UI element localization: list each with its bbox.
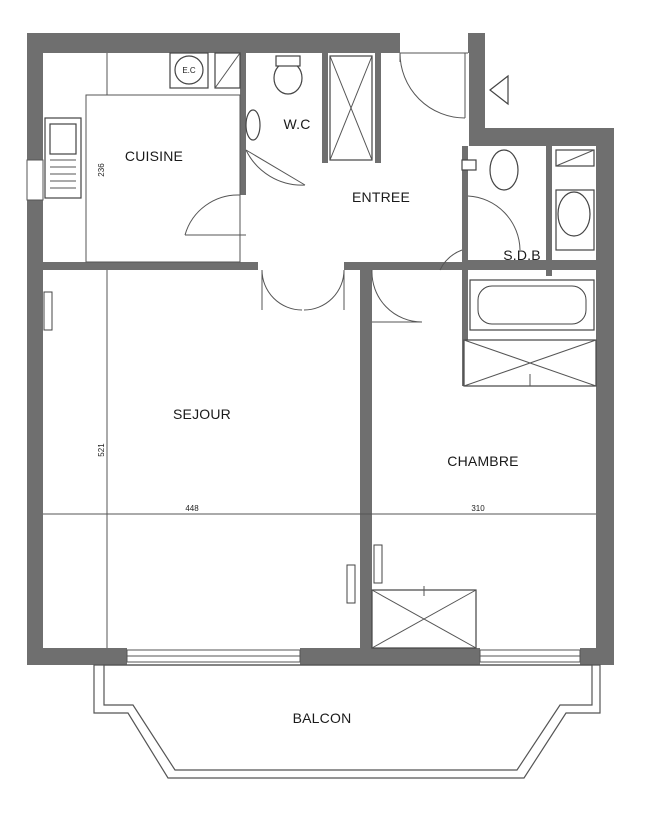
storage-closet: [463, 339, 597, 387]
kitchen-outline: [26, 53, 596, 648]
entrance-arrow-icon: [489, 74, 509, 106]
chambre-wardrobe: [371, 586, 477, 649]
room-label-cuisine: CUISINE: [125, 148, 183, 164]
entrance-door: [399, 52, 509, 119]
dimension-cuisine-height: 236: [97, 163, 106, 177]
room-label-balcon: BALCON: [293, 710, 352, 726]
room-label-wc: W.C: [283, 116, 310, 132]
interior-walls: [43, 53, 596, 648]
boiler-fixture: E.C: [169, 52, 241, 89]
dimension-sejour-width: 448: [185, 504, 199, 513]
room-label-entree: ENTREE: [352, 189, 410, 205]
radiators: [43, 291, 383, 604]
boiler-label: E.C: [182, 66, 196, 75]
chambre-door: [371, 249, 463, 323]
kitchen-sink: [44, 117, 82, 199]
balcony-outline: [93, 664, 601, 779]
entry-closet: [329, 55, 373, 161]
room-label-chambre: CHAMBRE: [447, 453, 518, 469]
dimension-sejour-height: 521: [97, 443, 106, 457]
sdb-fixtures: [461, 149, 595, 331]
dimension-chambre-width: 310: [471, 504, 485, 513]
room-label-sdb: S.D.B: [503, 247, 541, 263]
room-label-sejour: SEJOUR: [173, 406, 231, 422]
kitchen-door: [184, 194, 246, 236]
wc-fixtures: [245, 55, 306, 186]
sdb-door: [467, 195, 521, 251]
sejour-door: [261, 269, 345, 311]
